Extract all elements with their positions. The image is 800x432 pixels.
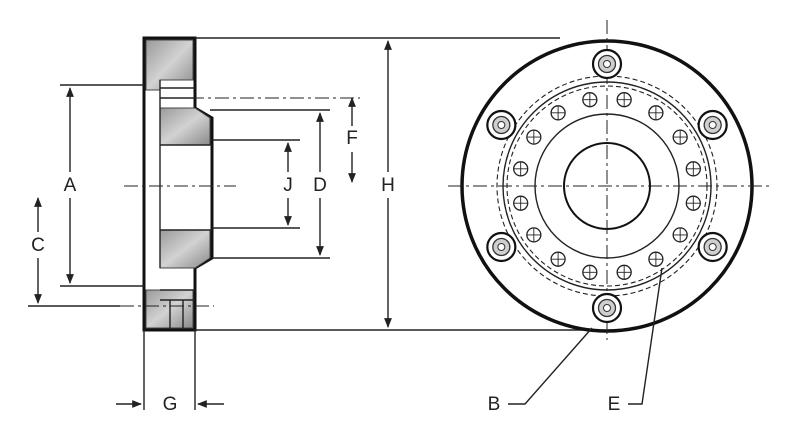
leader-E (628, 267, 663, 405)
section-hatch-upper (159, 107, 211, 146)
inner-bolt-hole (526, 129, 542, 145)
label-D: D (313, 175, 327, 196)
inner-bolt-hole (616, 264, 632, 280)
outer-bolt-hole (697, 231, 728, 263)
outer-bolt-hole (486, 231, 517, 263)
front-view (448, 20, 770, 340)
inner-bolt-hole (672, 129, 688, 145)
outer-bolt-holes (486, 48, 728, 324)
label-E: E (608, 394, 621, 415)
inner-bolt-hole (616, 92, 632, 108)
label-F: F (346, 128, 358, 149)
label-A: A (64, 175, 77, 196)
section-hatch-lower (159, 229, 211, 269)
outer-bolt-hole (697, 109, 728, 141)
dimension-labels: A C F D J H G B E (26, 126, 620, 415)
label-C: C (31, 235, 45, 256)
inner-bolt-hole (582, 92, 598, 108)
extension-lines (28, 37, 600, 410)
inner-bolt-hole (513, 195, 529, 211)
label-J: J (283, 175, 293, 196)
inner-bolt-hole (582, 264, 598, 280)
outer-bolt-hole (486, 109, 517, 141)
label-B: B (488, 394, 501, 415)
outer-bolt-hole (591, 48, 623, 80)
inner-bolt-hole (685, 195, 701, 211)
inner-bolt-hole (648, 251, 664, 267)
inner-bolt-hole (550, 105, 566, 121)
leader-B (508, 327, 593, 405)
side-section-view (120, 36, 360, 332)
inner-bolt-hole (513, 161, 529, 177)
label-G: G (163, 394, 178, 415)
inner-bolt-holes (513, 92, 701, 280)
label-H: H (381, 175, 395, 196)
leader-lines (508, 267, 663, 405)
inner-bolt-hole (648, 105, 664, 121)
inner-bolt-hole (685, 161, 701, 177)
inner-bolt-hole (550, 251, 566, 267)
inner-bolt-hole (526, 227, 542, 243)
outer-bolt-hole (591, 292, 623, 324)
inner-bolt-hole (672, 227, 688, 243)
